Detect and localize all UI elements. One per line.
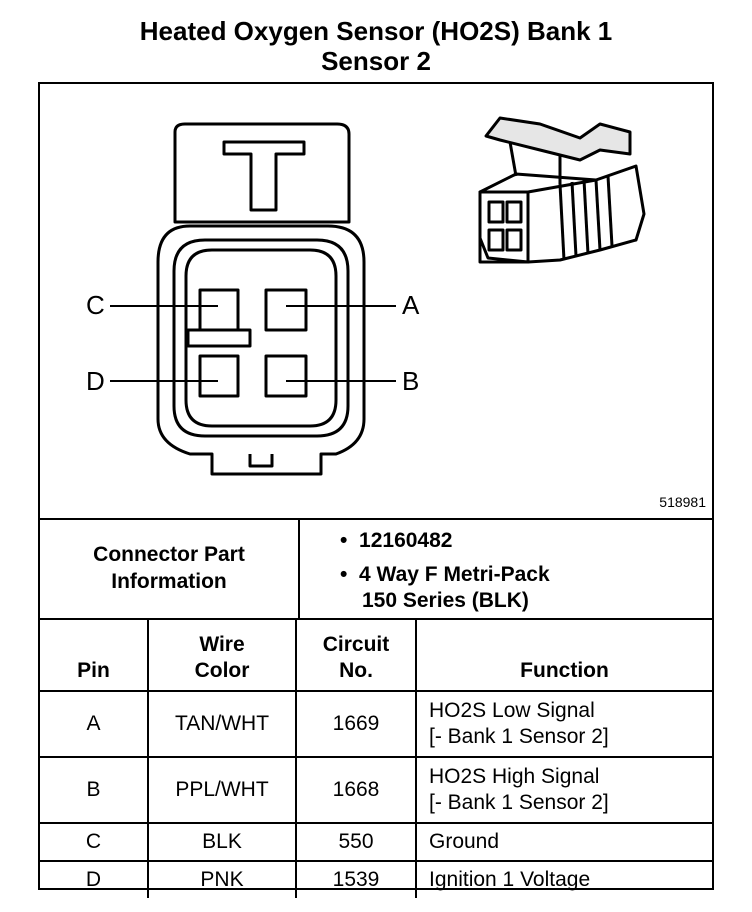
connector-figure: C A D B 518981 xyxy=(40,84,712,520)
function-cell: Ground xyxy=(415,822,712,862)
bullet: • xyxy=(340,563,348,586)
wire-cell: TAN/WHT xyxy=(147,690,297,758)
document-frame: C A D B 518981 Connector Part Informatio… xyxy=(38,82,714,898)
wire-cell: PPL/WHT xyxy=(147,756,297,824)
function-cell: Ignition 1 Voltage xyxy=(415,860,712,898)
connector-desc-line1: 4 Way F Metri-Pack xyxy=(359,563,550,586)
connector-info-values: • 12160482 • 4 Way F Metri-Pack 150 Seri… xyxy=(340,528,550,614)
cavity-c xyxy=(198,288,240,332)
pin-cell: C xyxy=(40,822,149,862)
function-cell: HO2S Low Signal [- Bank 1 Sensor 2] xyxy=(415,690,712,758)
header-wire-color: Wire Color xyxy=(147,620,297,692)
connector-info-label: Connector Part Information xyxy=(40,518,300,618)
t-latch xyxy=(222,140,306,212)
circuit-cell: 1669 xyxy=(295,690,417,758)
cavity-b xyxy=(264,354,308,398)
pin-cell: B xyxy=(40,756,149,824)
polarity-key xyxy=(186,328,252,348)
page-title: Heated Oxygen Sensor (HO2S) Bank 1 xyxy=(139,16,613,46)
table-row: B PPL/WHT 1668 HO2S High Signal [- Bank … xyxy=(40,756,712,824)
pin-label-c: C xyxy=(86,290,105,320)
function-cell: HO2S High Signal [- Bank 1 Sensor 2] xyxy=(415,756,712,824)
header-pin: Pin xyxy=(40,620,149,692)
table-row: C BLK 550 Ground xyxy=(40,822,712,862)
header-function: Function xyxy=(415,620,712,692)
wire-cell: BLK xyxy=(147,822,297,862)
table-header-row: Pin Wire Color Circuit No. Function xyxy=(40,620,712,692)
bullet: • xyxy=(340,529,348,552)
page-subtitle: Sensor 2 xyxy=(321,46,431,76)
cavity-a xyxy=(264,288,308,332)
pin-label-d: D xyxy=(86,366,105,396)
connector-label-line1: Connector Part xyxy=(93,543,245,566)
wire-cell: PNK xyxy=(147,860,297,898)
part-number-line: • 12160482 xyxy=(340,528,550,554)
pin-cell: A xyxy=(40,690,149,758)
pin-cell: D xyxy=(40,860,149,898)
circuit-cell: 550 xyxy=(295,822,417,862)
part-number: 12160482 xyxy=(359,529,453,552)
circuit-cell: 1668 xyxy=(295,756,417,824)
pinout-table: Pin Wire Color Circuit No. Function A TA… xyxy=(40,620,712,898)
connector-body-outline xyxy=(156,224,366,476)
pin-label-a: A xyxy=(402,290,420,320)
connector-info-row: Connector Part Information • 12160482 • … xyxy=(40,518,712,620)
cavity-d xyxy=(198,354,240,398)
table-row: A TAN/WHT 1669 HO2S Low Signal [- Bank 1… xyxy=(40,690,712,758)
table-row: D PNK 1539 Ignition 1 Voltage xyxy=(40,860,712,898)
pin-label-b: B xyxy=(402,366,420,396)
connector-desc-line1-wrap: • 4 Way F Metri-Pack xyxy=(340,562,550,588)
header-circuit: Circuit No. xyxy=(295,620,417,692)
connector-desc-line2: 150 Series (BLK) xyxy=(362,589,529,612)
figure-id: 518981 xyxy=(659,494,706,510)
connector-face-drawing xyxy=(110,116,646,476)
circuit-cell: 1539 xyxy=(295,860,417,898)
connector-label-line2: Information xyxy=(111,570,227,593)
latch-housing xyxy=(173,122,351,214)
connector-isometric-view xyxy=(478,116,646,264)
